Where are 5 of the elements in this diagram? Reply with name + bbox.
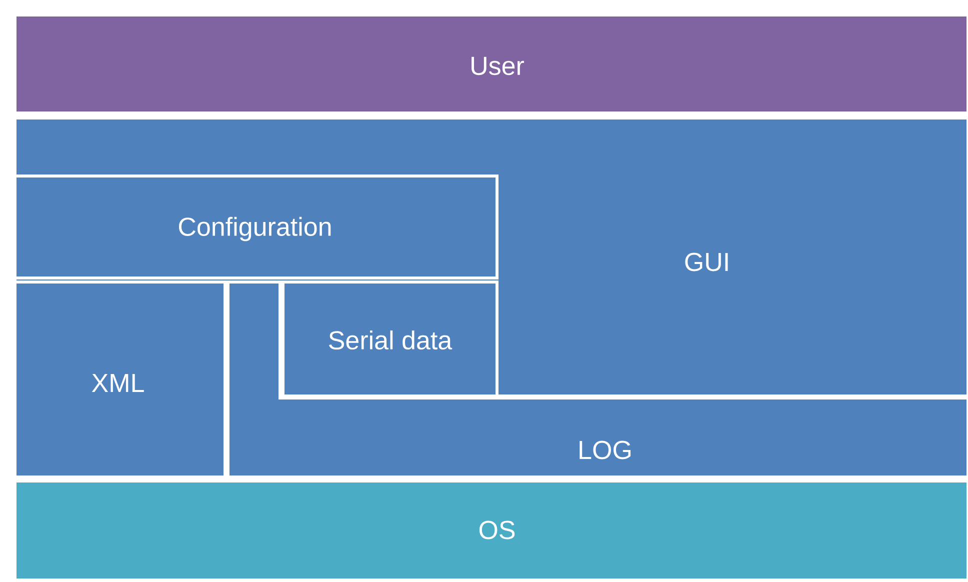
node-label: LOG bbox=[580, 440, 631, 460]
layer-block: Serial data bbox=[282, 280, 498, 398]
layer-band: User bbox=[14, 14, 968, 114]
layer-block: XML bbox=[14, 280, 226, 478]
layer-band: OS bbox=[14, 480, 968, 582]
